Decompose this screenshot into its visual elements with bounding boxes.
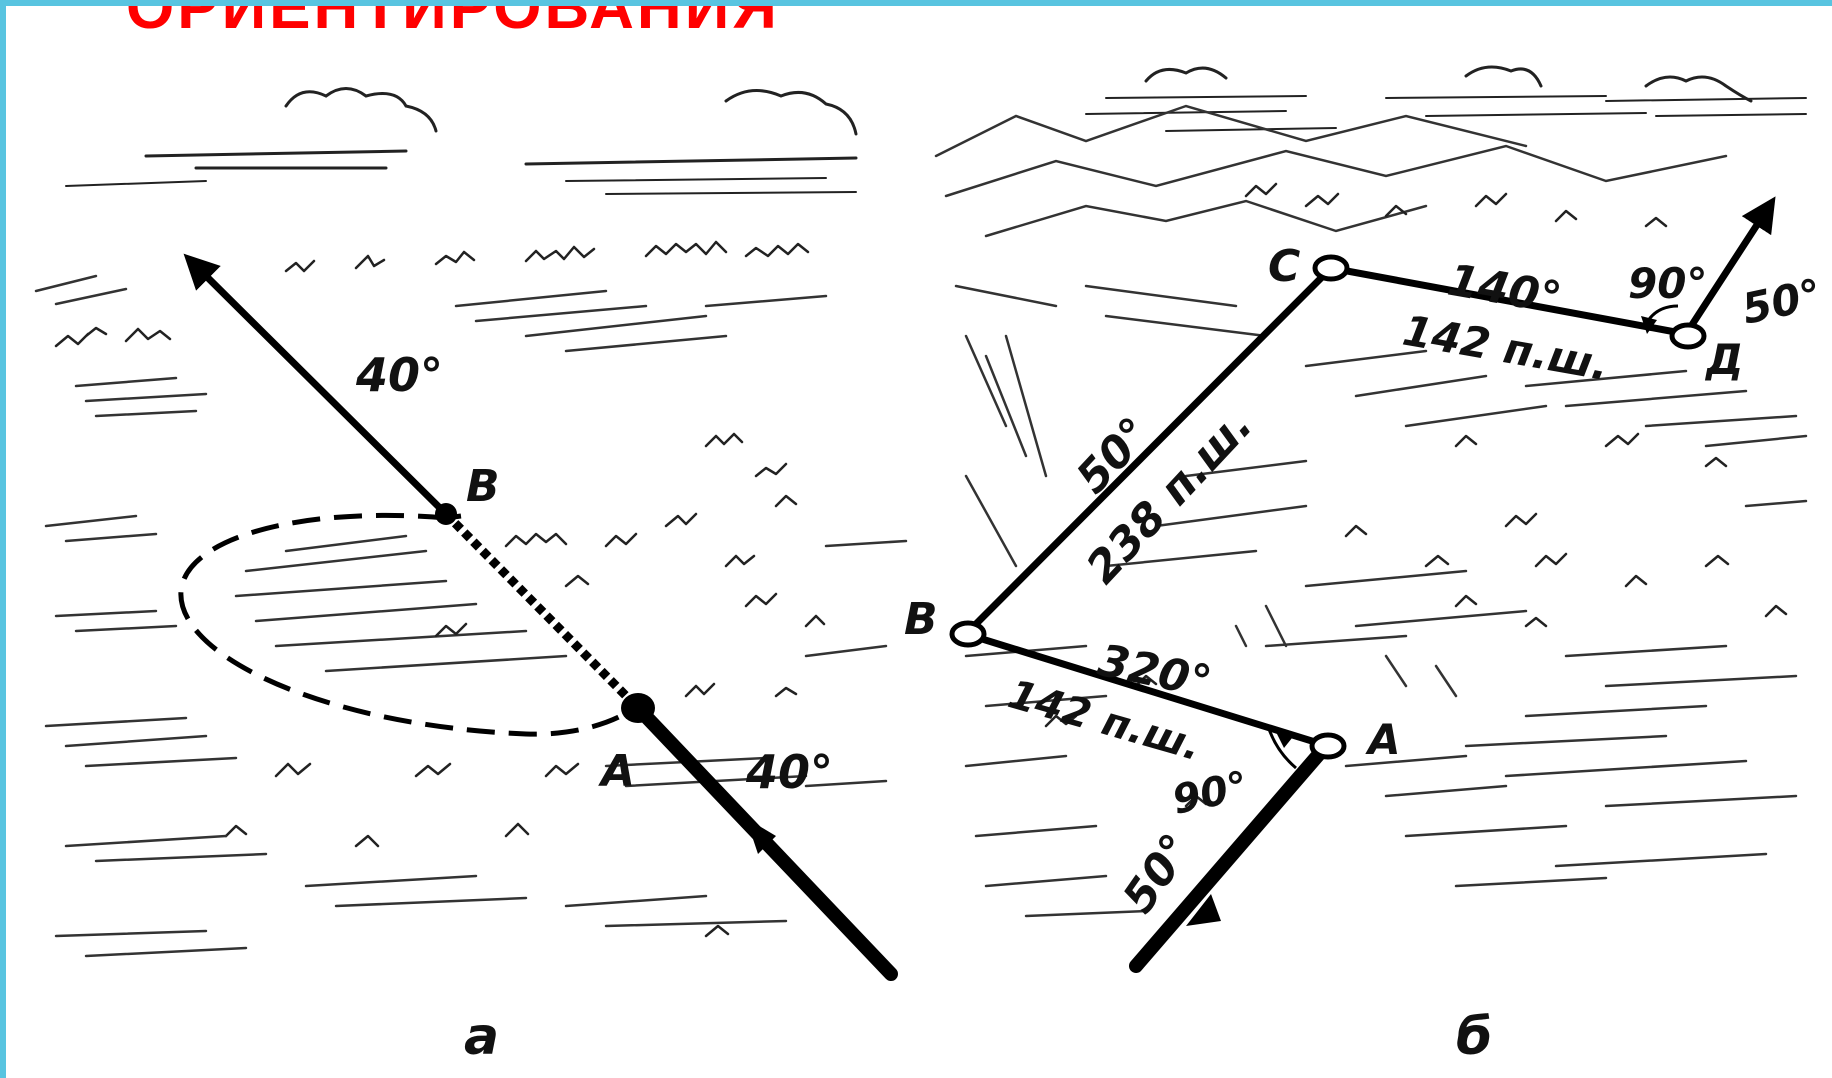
point-a-marker [621,693,655,723]
point-b-marker [435,503,457,525]
panel-a-route [196,266,891,974]
point-a-label: А [598,746,635,797]
point-b-label: В [904,594,938,645]
waypoint-b-marker [952,623,984,645]
point-c-label: С [1268,241,1300,292]
point-d-label: Д [1704,335,1743,384]
panel-a-caption: а [464,1007,499,1067]
azimuth-top-label: 40° [355,348,443,402]
panel-b-route [952,211,1766,966]
turn-a-label: 90° [1169,763,1253,824]
turn-d-label: 90° [1628,259,1707,308]
panel-a-terrain [36,89,906,957]
waypoint-a-marker [1312,735,1344,757]
point-b-label: В [466,461,500,512]
seg-ab-azimuth-label: 320° [1094,635,1216,709]
seg-cd-distance-label: 142 п.ш. [1399,306,1612,390]
seg-cd-azimuth-label: 140° [1444,255,1565,325]
panel-b-caption: б [1456,1007,1492,1067]
azimuth-bottom-label: 40° [745,745,833,799]
point-a-label: А [1365,715,1401,764]
panel-b-terrain [936,67,1806,916]
exit-azimuth-label: 50° [1738,269,1826,333]
orienteering-illustration: 40° В А 40° а [6,6,1832,1078]
waypoint-d-marker [1672,325,1704,347]
waypoint-c-marker [1315,257,1347,279]
